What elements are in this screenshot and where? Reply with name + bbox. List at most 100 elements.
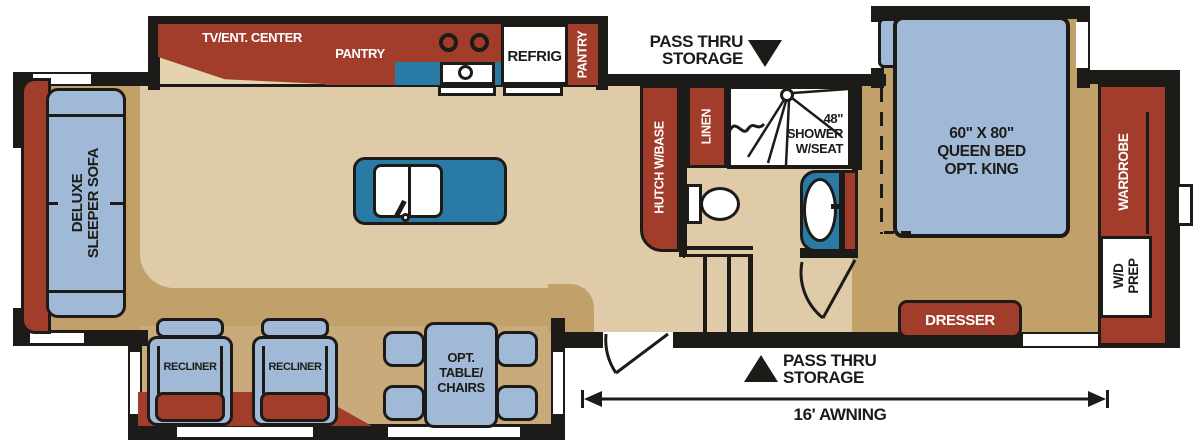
pantry-side-cabinet xyxy=(568,24,598,85)
oven-edge-mark xyxy=(438,85,496,96)
recliner-1-arm-right xyxy=(220,346,223,394)
wd-prep-area xyxy=(1100,236,1152,318)
stove-burner-2 xyxy=(470,33,489,52)
dining-chair-1 xyxy=(383,331,425,367)
recliner-2: RECLINER xyxy=(252,318,338,426)
kitchen-counter-right xyxy=(495,62,501,85)
wall-kslide-top xyxy=(148,16,608,26)
wd-prep-line1: W/D xyxy=(1111,263,1126,289)
shower-size: 48" xyxy=(823,111,844,126)
recliner-1: RECLINER xyxy=(147,318,233,426)
entry-steps xyxy=(685,257,753,332)
wall-right xyxy=(1166,70,1180,348)
wardrobe-label: WARDROBE xyxy=(1115,133,1131,211)
recliner-1-headrest xyxy=(156,318,224,338)
sofa-seam-right xyxy=(110,202,126,205)
linen-cabinet xyxy=(687,85,727,168)
kitchen-counter-left xyxy=(395,62,440,85)
kslide-floor-edge xyxy=(158,84,598,87)
bed-size: 60" X 80" xyxy=(949,125,1014,142)
awning-arrow-left xyxy=(584,391,602,407)
kitchen-sink-drain xyxy=(458,65,473,80)
pass-thru-bottom-line2: STORAGE xyxy=(783,368,864,387)
pass-thru-bottom-label: PASS THRU STORAGE xyxy=(783,352,893,386)
pass-thru-top-arrow-icon xyxy=(748,40,782,67)
stove-burner-1 xyxy=(439,33,458,52)
dresser-label: DRESSER xyxy=(925,312,995,329)
queen-bed: 60" X 80" QUEEN BED OPT. KING xyxy=(893,16,1070,238)
vanity-sink xyxy=(803,178,837,242)
window-rslide-left xyxy=(130,352,140,414)
tv-ent-center-label: TV/ENT. CENTER xyxy=(202,30,302,45)
slide-travel-dashed-line xyxy=(880,88,883,234)
table-line1: OPT. xyxy=(447,350,475,365)
recliner-2-label: RECLINER xyxy=(268,361,322,373)
sofa-label: DELUXE SLEEPER SOFA xyxy=(69,78,102,328)
pass-thru-top-line1: PASS THRU xyxy=(649,32,744,51)
dining-table: OPT. TABLE/ CHAIRS xyxy=(424,322,498,428)
wall-bath-divider xyxy=(679,85,687,257)
window-rslide-bottom-2 xyxy=(388,427,520,437)
stove-counter xyxy=(395,24,501,62)
vanity-faucet xyxy=(831,204,843,209)
island-sink-divider xyxy=(408,167,411,215)
dining-table-label: OPT. TABLE/ CHAIRS xyxy=(427,350,495,395)
sofa-label-line2: SLEEPER SOFA xyxy=(85,147,102,259)
window-rslide-right xyxy=(553,352,563,414)
recliner-2-arm-left xyxy=(262,346,265,394)
sofa-seam-left xyxy=(46,202,58,205)
dresser: DRESSER xyxy=(898,300,1022,338)
wall-bslide-top xyxy=(871,6,1090,19)
wall-top-right xyxy=(1083,70,1180,84)
shower-label: 48" SHOWER W/SEAT xyxy=(759,111,847,156)
wardrobe-divider xyxy=(1146,112,1149,234)
recliner-2-arm-right xyxy=(325,346,328,394)
table-line2: TABLE/ xyxy=(439,365,483,380)
pantry-cabinet: PANTRY xyxy=(325,24,395,85)
step-line-1 xyxy=(703,257,707,332)
sofa-arm-bottom xyxy=(49,290,123,293)
bed-option: OPT. KING xyxy=(944,161,1019,178)
pass-thru-top-label: PASS THRU STORAGE xyxy=(593,32,744,68)
dining-chair-2 xyxy=(383,385,425,421)
awning-label: 16' AWNING xyxy=(793,405,887,424)
wd-prep-line2: PREP xyxy=(1126,258,1141,294)
pass-thru-bottom-line1: PASS THRU xyxy=(783,351,877,370)
exterior-compartment xyxy=(1176,184,1193,226)
dining-chair-3 xyxy=(496,331,538,367)
table-line3: CHAIRS xyxy=(437,380,485,395)
hutch-label: HUTCH W/BASE xyxy=(652,121,667,214)
shower: 48" SHOWER W/SEAT xyxy=(727,85,852,169)
slide-travel-dashed-end xyxy=(884,231,912,234)
vanity-side-cabinet xyxy=(842,170,858,252)
window-bslide-right xyxy=(1076,22,1088,68)
recliner-2-headrest xyxy=(261,318,329,338)
window-sofa-top xyxy=(33,74,91,84)
sliding-door-line-2 xyxy=(683,254,753,258)
pass-thru-top-line2: STORAGE xyxy=(662,49,743,68)
wall-kslide-left xyxy=(148,16,160,90)
sofa-label-line1: DELUXE xyxy=(69,173,86,233)
step-line-2 xyxy=(727,257,731,332)
refrig-label: REFRIG xyxy=(507,48,562,65)
window-bottom-right xyxy=(1023,334,1103,346)
pantry-label: PANTRY xyxy=(335,46,385,61)
awning-end-bar-right xyxy=(1106,390,1109,408)
linen-label: LINEN xyxy=(699,108,714,145)
kitchen-sink xyxy=(440,62,495,85)
island-faucet-base xyxy=(401,213,410,222)
wall-shower-bedroom xyxy=(852,85,862,170)
wall-vanity-bottom xyxy=(800,248,858,258)
recliner-1-arm-left xyxy=(157,346,160,394)
window-sofa-left xyxy=(9,148,21,308)
sofa-arm-top xyxy=(49,114,123,117)
refrig-edge-mark xyxy=(503,85,563,96)
island-sink xyxy=(373,164,443,218)
pantry-side-label: PANTRY xyxy=(575,30,590,79)
wd-prep-label: W/D PREP xyxy=(1111,236,1141,316)
wall-kslide-right xyxy=(596,16,608,90)
entry-door-opening xyxy=(603,332,673,348)
dining-chair-4 xyxy=(496,385,538,421)
shower-line3: W/SEAT xyxy=(795,141,844,156)
